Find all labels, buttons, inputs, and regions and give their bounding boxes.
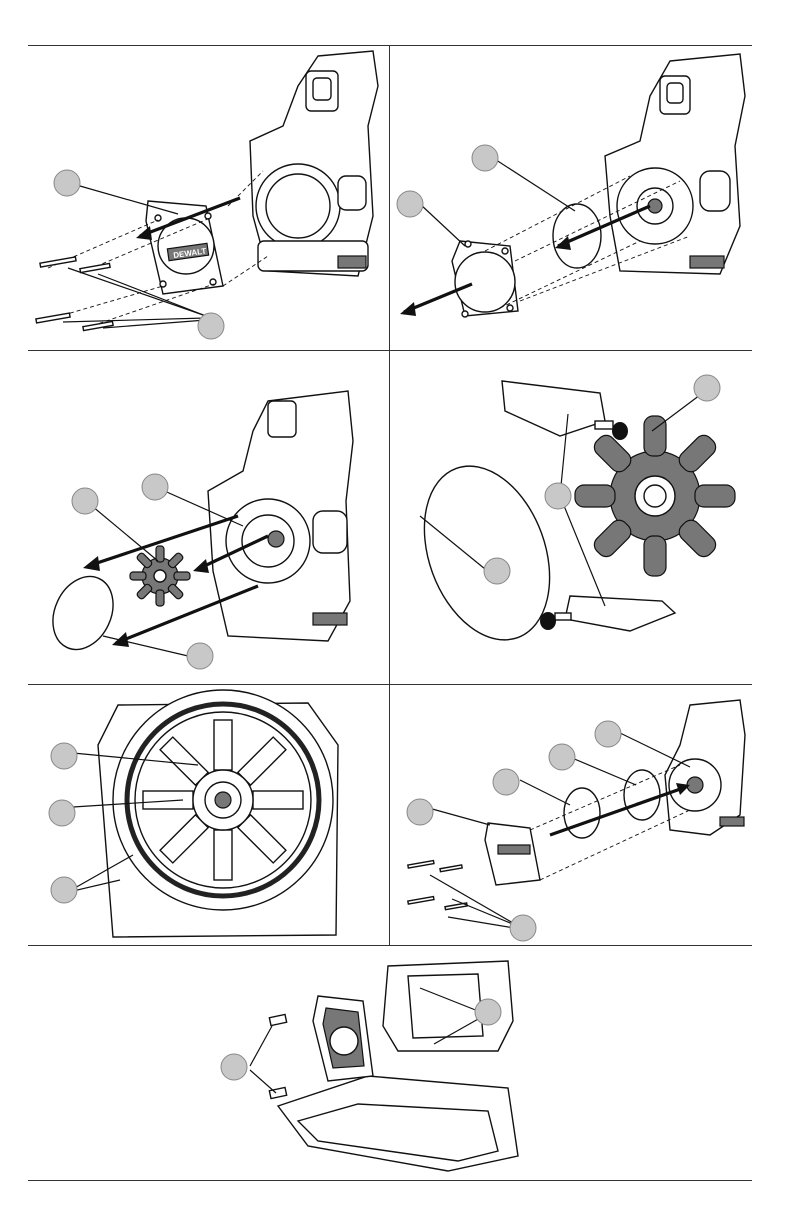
- bottom-rule: [28, 1180, 752, 1181]
- cover-plate: DEWALT: [146, 201, 223, 294]
- panel-remove-gasket-plate: [390, 46, 752, 349]
- cover-plate: [485, 823, 540, 885]
- callout-circle: [397, 191, 423, 217]
- o-ring: [42, 567, 125, 660]
- mounting-bracket: [313, 996, 373, 1081]
- lubricant-tube: [502, 381, 628, 440]
- callout-circle: [493, 769, 519, 795]
- panel-remove-impeller: [28, 351, 388, 683]
- gasket-disc: [624, 770, 660, 820]
- callout-circle: [221, 1054, 247, 1080]
- impeller-installed: [143, 720, 303, 880]
- callout-circle: [49, 800, 75, 826]
- callout-circle: [595, 721, 621, 747]
- pump-body: [605, 54, 745, 274]
- pump-body: [250, 51, 378, 276]
- pump-body: [208, 391, 353, 641]
- callout-circle: [545, 483, 571, 509]
- callout-circle: [407, 799, 433, 825]
- panel-lubricate-parts: [390, 351, 752, 683]
- panel-remove-cover-screws: DEWALT: [28, 46, 388, 349]
- callout-circle: [198, 313, 224, 339]
- callout-circle: [484, 558, 510, 584]
- wear-plate: [452, 241, 518, 317]
- callout-circle: [472, 145, 498, 171]
- panel-reassemble: [390, 685, 752, 944]
- handle-base: [278, 961, 518, 1171]
- lubricant-tube: [540, 596, 675, 631]
- pump-body: [665, 700, 745, 835]
- callout-circle: [54, 170, 80, 196]
- panel-install-closeup: [28, 685, 388, 944]
- callout-circle: [187, 643, 213, 669]
- impeller: [575, 416, 735, 576]
- callout-circle: [72, 488, 98, 514]
- callout-circle: [51, 877, 77, 903]
- callout-circle: [51, 743, 77, 769]
- impeller: [130, 546, 190, 606]
- panel-mount-bracket: [28, 946, 752, 1179]
- callout-circle: [142, 474, 168, 500]
- callout-circle: [694, 375, 720, 401]
- callout-circle: [510, 915, 536, 941]
- callout-circle: [549, 744, 575, 770]
- callout-circle: [475, 999, 501, 1025]
